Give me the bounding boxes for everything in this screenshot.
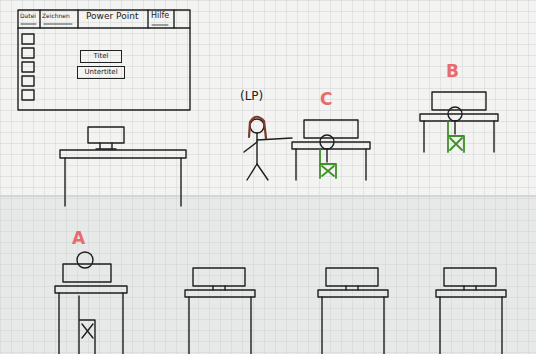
student-desk [55, 252, 127, 354]
box-text: Titel [93, 53, 108, 60]
box-text: Untertitel [84, 69, 117, 76]
text-placeholder-box: Titel [80, 50, 122, 63]
student-letter: C [320, 91, 332, 108]
menu-item: Datei [20, 13, 36, 19]
student-letter: B [446, 63, 459, 80]
text-placeholder-box: Untertitel [77, 66, 125, 79]
empty-desk [318, 268, 388, 354]
teacher-figure [244, 117, 292, 180]
teacher-tag: (LP) [240, 90, 263, 102]
paper-fold [0, 195, 536, 197]
student-desk [292, 120, 370, 180]
teacher-desk [60, 127, 186, 206]
menu-item: Power Point [86, 12, 138, 21]
empty-desk [185, 268, 255, 354]
screen-mockup [18, 10, 190, 110]
student-desk [420, 92, 498, 152]
empty-desk [436, 268, 506, 354]
menu-item: Zeichnen [42, 13, 70, 19]
menu-item: Hilfe [151, 12, 169, 20]
student-letter: A [72, 230, 85, 247]
